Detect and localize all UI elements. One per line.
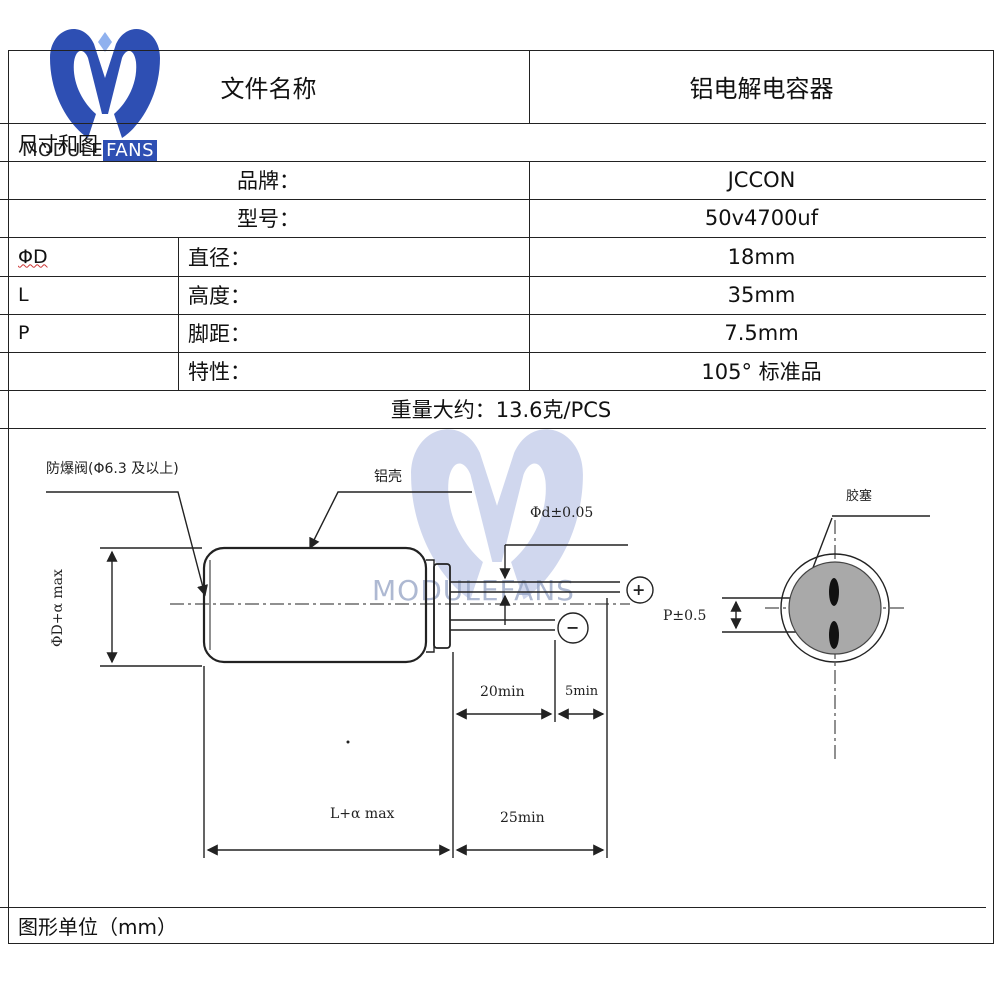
row-divider — [0, 161, 986, 162]
file-name-value: 铝电解电容器 — [689, 75, 834, 103]
row-divider — [0, 199, 986, 200]
row-divider — [0, 237, 986, 238]
col-divider — [529, 50, 530, 123]
height-label: 高度： — [188, 284, 251, 308]
lead-diameter-label: Φd±0.05 — [530, 505, 594, 521]
unit-note: 图形单位（mm） — [18, 915, 177, 939]
col-divider — [178, 237, 179, 390]
row-divider — [0, 123, 986, 124]
diameter-label: 直径： — [188, 245, 251, 270]
min25-label: 25min — [500, 810, 545, 826]
pitch-label: 脚距： — [188, 322, 251, 346]
section-title: 尺寸和图 — [18, 131, 98, 156]
diameter-symbol: ΦD — [18, 245, 48, 268]
file-name-label: 文件名称 — [220, 75, 317, 103]
plus-terminal-label: + — [632, 580, 646, 599]
brand-label: 品牌： — [237, 169, 300, 193]
pitch-symbol: P — [18, 322, 30, 344]
row-divider — [0, 907, 986, 908]
min20-label: 20min — [480, 684, 525, 700]
row-divider — [0, 276, 986, 277]
feature-value: 105° 标准品 — [701, 360, 822, 384]
height-symbol: L — [18, 284, 29, 306]
min5-label: 5min — [565, 684, 599, 699]
vent-label: 防爆阀(Φ6.3 及以上) — [46, 461, 179, 477]
feature-label: 特性： — [188, 360, 251, 384]
length-label: L+α max — [330, 806, 395, 822]
pitch-value: 7.5mm — [724, 321, 799, 345]
row-divider — [0, 314, 986, 315]
weight-note: 重量大约：13.6克/PCS — [390, 398, 612, 422]
row-divider — [0, 352, 986, 353]
brand-value: JCCON — [727, 168, 796, 192]
col-divider — [529, 161, 530, 390]
height-value: 35mm — [727, 283, 796, 307]
rubber-seal-label: 胶塞 — [846, 489, 873, 504]
model-value: 50v4700uf — [704, 206, 819, 230]
diameter-value: 18mm — [727, 244, 796, 269]
row-divider — [0, 428, 986, 429]
row-divider — [0, 390, 986, 391]
brand-logo — [50, 29, 160, 138]
shell-label: 铝壳 — [374, 469, 402, 485]
minus-terminal-label: − — [566, 618, 580, 637]
pitch-tolerance-label: P±0.5 — [663, 608, 707, 624]
model-label: 型号： — [237, 207, 300, 231]
body-diameter-label: ΦD+α max — [50, 569, 66, 647]
